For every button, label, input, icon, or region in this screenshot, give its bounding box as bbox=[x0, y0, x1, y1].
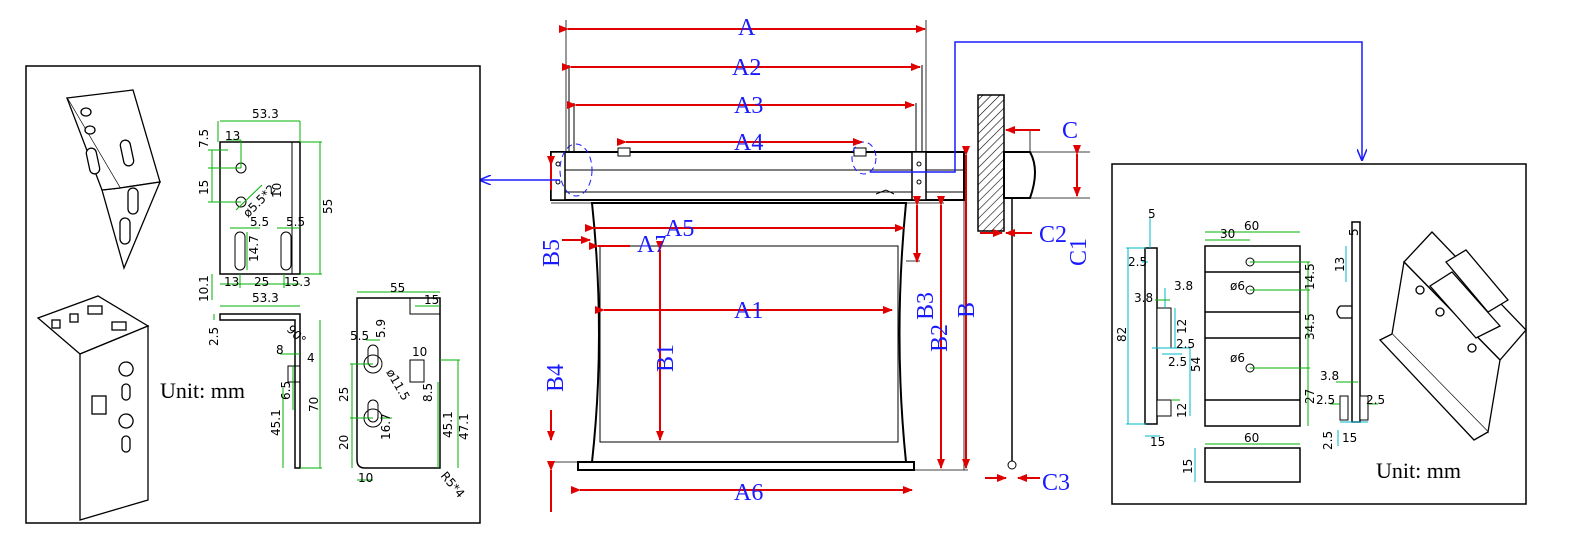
front-dim-15: 15 bbox=[1181, 459, 1195, 474]
profile-dim-13: 13 bbox=[1333, 257, 1347, 272]
dim-55-top: 55 bbox=[321, 199, 335, 214]
left-unit-label: Unit: mm bbox=[160, 378, 245, 403]
label-a5: A5 bbox=[665, 216, 694, 242]
dim-45-1-profile: 45.1 bbox=[269, 409, 283, 436]
dim-2-5-profile: 2.5 bbox=[207, 327, 221, 346]
dim-55-wall: 55 bbox=[390, 281, 405, 295]
side-dim-12b: 12 bbox=[1175, 403, 1189, 418]
dim-10-wall: 10 bbox=[412, 345, 427, 359]
label-b3: B3 bbox=[913, 292, 939, 320]
dim-13-bottom: 13 bbox=[224, 275, 239, 289]
side-dim-15: 15 bbox=[1150, 435, 1165, 449]
dim-6-5-profile: 6.5 bbox=[279, 381, 293, 400]
label-a2: A2 bbox=[732, 55, 761, 81]
front-dim-30: 30 bbox=[1220, 227, 1235, 241]
label-a: A bbox=[738, 15, 756, 41]
profile-dim-2-5c: 2.5 bbox=[1321, 431, 1335, 450]
wall-section bbox=[977, 94, 1005, 232]
dim-53-3-top: 53.3 bbox=[252, 107, 279, 121]
dim-16-7-wall: 16.7 bbox=[379, 413, 393, 440]
dim-15-top: 15 bbox=[197, 180, 211, 195]
front-dim-34-5: 34.5 bbox=[1303, 313, 1317, 340]
profile-dim-2-5b: 2.5 bbox=[1366, 393, 1385, 407]
right-unit-label: Unit: mm bbox=[1376, 458, 1461, 483]
label-a4: A4 bbox=[734, 130, 763, 156]
profile-dim-3-8: 3.8 bbox=[1320, 369, 1339, 383]
side-dim-3-8b: 3.8 bbox=[1174, 279, 1193, 293]
dim-10-top: 10 bbox=[270, 183, 284, 198]
dim-15-3: 15.3 bbox=[284, 275, 311, 289]
side-dim-54: 54 bbox=[1189, 357, 1203, 372]
side-dim-2-5c: 2.5 bbox=[1168, 355, 1187, 369]
dim-13-top: 13 bbox=[225, 129, 240, 143]
side-dim-5: 5 bbox=[1148, 207, 1156, 221]
screen-housing bbox=[550, 151, 965, 201]
bracket-iso-2 bbox=[36, 295, 150, 521]
label-b: B bbox=[954, 302, 980, 318]
bracket-view-wall: 55 15 5.5 5.9 10 ø11.5 25 8.5 16.7 45.1 … bbox=[337, 281, 471, 501]
profile-dim-15: 15 bbox=[1342, 431, 1357, 445]
dimension-lines bbox=[547, 25, 1081, 512]
side-dim-2-5a: 2.5 bbox=[1128, 255, 1147, 269]
rail-side-view: 5 2.5 3.8 3.8 2.5 12 82 2.5 54 12 15 bbox=[1115, 207, 1203, 449]
label-c1: C1 bbox=[1066, 238, 1092, 266]
side-dim-2-5b: 2.5 bbox=[1176, 337, 1195, 351]
dim-25-wall: 25 bbox=[337, 387, 351, 402]
dim-5-9-wall: 5.9 bbox=[374, 319, 388, 338]
dim-5-5-b: 5.5 bbox=[286, 215, 305, 229]
dim-15-wall: 15 bbox=[424, 293, 439, 307]
label-a7: A7 bbox=[637, 232, 666, 258]
label-b4: B4 bbox=[543, 364, 569, 392]
bottom-bar bbox=[577, 461, 915, 471]
dim-4-profile: 4 bbox=[307, 351, 315, 365]
front-dim-60b: 60 bbox=[1244, 431, 1259, 445]
front-dim-phi6b: ø6 bbox=[1230, 351, 1245, 365]
right-connector bbox=[870, 41, 1362, 173]
label-b2: B2 bbox=[927, 324, 953, 352]
rail-front-view: 60 30 14.5 ø6 34.5 ø6 27 60 15 bbox=[1181, 219, 1317, 483]
rail-profile-view: 5 13 3.8 2.5 2.5 2.5 15 bbox=[1316, 221, 1385, 450]
side-dim-82: 82 bbox=[1115, 327, 1129, 342]
side-dim-12a: 12 bbox=[1175, 319, 1189, 334]
dim-53-3-profile: 53.3 bbox=[252, 291, 279, 305]
main-screen-drawing: A A2 A3 A4 A5 A1 A6 A7 B1 B3 B2 B B4 B5 … bbox=[480, 15, 1362, 512]
dim-47-1-wall: 47.1 bbox=[457, 413, 471, 440]
label-a6: A6 bbox=[734, 480, 763, 506]
label-b1: B1 bbox=[653, 344, 679, 372]
dim-25-top: 25 bbox=[254, 275, 269, 289]
front-dim-phi6a: ø6 bbox=[1230, 279, 1245, 293]
bracket-view-top: 53.3 7.5 13 15 ø5.5*2 10 55 5.5 5.5 14.7… bbox=[197, 107, 335, 302]
dim-20-wall: 20 bbox=[337, 435, 351, 450]
dim-10-1: 10.1 bbox=[197, 275, 211, 302]
dim-10b-wall: 10 bbox=[358, 471, 373, 485]
dim-5-5-a: 5.5 bbox=[250, 215, 269, 229]
profile-dim-2-5a: 2.5 bbox=[1316, 393, 1335, 407]
label-a1: A1 bbox=[734, 298, 763, 324]
label-b5: B5 bbox=[539, 239, 565, 267]
dim-8-5-wall: 8.5 bbox=[421, 383, 435, 402]
side-dim-3-8a: 3.8 bbox=[1134, 291, 1153, 305]
dim-7-5: 7.5 bbox=[197, 129, 211, 148]
label-c2: C2 bbox=[1039, 222, 1067, 248]
bracket-iso-1 bbox=[65, 89, 162, 270]
label-c3: C3 bbox=[1042, 470, 1070, 496]
rail-iso bbox=[1378, 231, 1527, 441]
front-dim-27: 27 bbox=[1303, 389, 1317, 404]
profile-dim-5: 5 bbox=[1347, 228, 1361, 236]
dim-5-5-wall: 5.5 bbox=[350, 329, 369, 343]
right-bracket-panel: 5 2.5 3.8 3.8 2.5 12 82 2.5 54 12 15 bbox=[1111, 163, 1527, 505]
dim-14-7: 14.7 bbox=[247, 235, 261, 262]
front-dim-14-5: 14.5 bbox=[1303, 263, 1317, 290]
label-a3: A3 bbox=[734, 93, 763, 119]
left-bracket-panel: Unit: mm bbox=[25, 65, 481, 524]
front-dim-60: 60 bbox=[1244, 219, 1259, 233]
label-c: C bbox=[1062, 118, 1078, 144]
dim-45-1-wall: 45.1 bbox=[441, 411, 455, 438]
dim-70-profile: 70 bbox=[307, 397, 321, 412]
dim-8-profile: 8 bbox=[276, 343, 284, 357]
